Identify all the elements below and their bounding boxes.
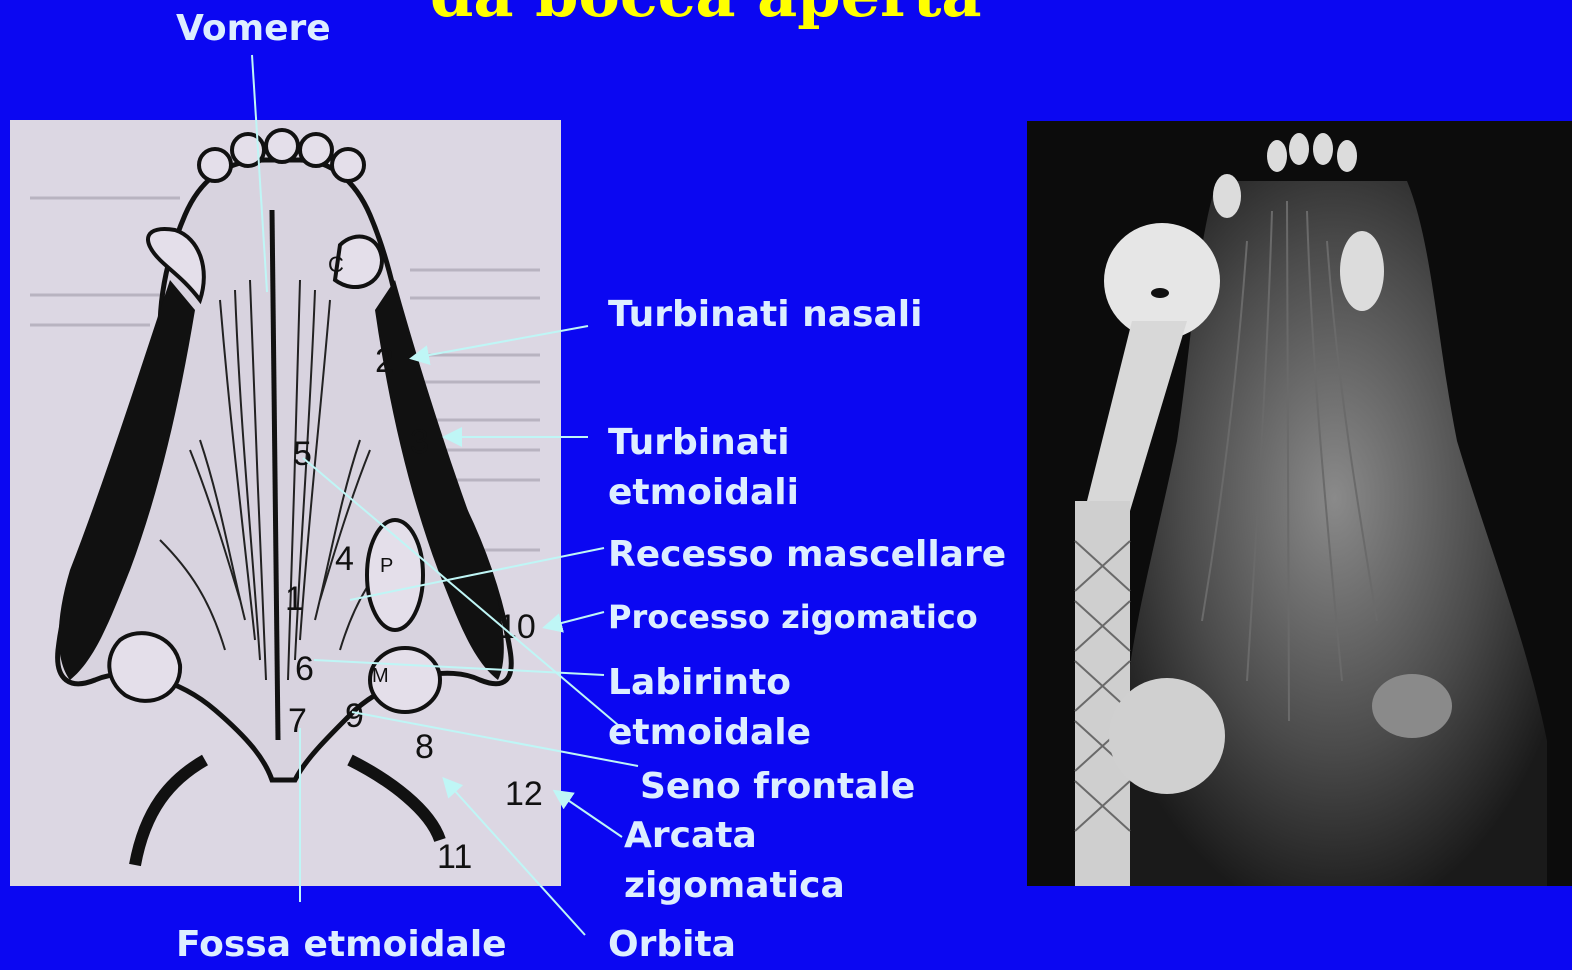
label-labirinto-etmoidale-line2: etmoidale (608, 708, 811, 758)
right-mandible-arch (350, 760, 440, 840)
label-arcata-zigomatica-line2: zigomatica (624, 861, 845, 911)
label-turbinati-nasali: Turbinati nasali (608, 290, 922, 340)
diagram-number-5: 5 (293, 435, 312, 473)
radiograph-bulla (1372, 674, 1452, 738)
label-turbinati-etmoidali-line1: Turbinati (608, 418, 790, 468)
slide-title: da bocca aperta (430, 0, 982, 31)
radiograph-svg (1027, 121, 1572, 886)
skull-diagram: 2 3 5 4 1 10 6 9 7 8 12 11 C P M (10, 120, 561, 886)
label-arcata-zigomatica-line1: Arcata (624, 811, 757, 861)
left-mandible-arch (135, 760, 205, 865)
radiograph-speculum-hole (1151, 288, 1169, 298)
diagram-number-12: 12 (505, 775, 543, 813)
leader-arcata-zigomatica (556, 792, 622, 837)
skull-radiograph (1027, 121, 1572, 886)
label-orbita: Orbita (608, 920, 736, 970)
diagram-number-4: 4 (335, 540, 354, 578)
label-labirinto-etmoidale-line1: Labirinto (608, 658, 791, 708)
diagram-letter-p: P (380, 555, 393, 577)
diagram-number-1: 1 (285, 580, 304, 618)
diagram-number-6: 6 (295, 650, 314, 688)
premolar-tooth (367, 520, 423, 630)
diagram-letter-c: C (328, 252, 344, 277)
diagram-number-11: 11 (437, 838, 472, 876)
diagram-number-9: 9 (345, 697, 364, 735)
label-turbinati-etmoidali-line2: etmoidali (608, 468, 799, 518)
left-molar-tooth (109, 633, 180, 701)
diagram-number-7: 7 (288, 702, 307, 740)
radiograph-tube (1075, 501, 1130, 886)
diagram-number-10: 10 (498, 608, 536, 646)
label-fossa-etmoidale: Fossa etmoidale (176, 920, 507, 970)
radiograph-bulb (1109, 678, 1225, 794)
label-seno-frontale: Seno frontale (640, 762, 915, 812)
label-recesso-mascellare: Recesso mascellare (608, 530, 1006, 580)
diagram-number-8: 8 (415, 728, 434, 766)
label-vomere: Vomere (176, 4, 331, 54)
diagram-number-2: 2 (375, 342, 394, 380)
diagram-number-3: 3 (410, 423, 429, 461)
skull-drawing-svg: 2 3 5 4 1 10 6 9 7 8 12 11 C P M (10, 120, 561, 886)
diagram-letter-m: M (372, 665, 389, 687)
label-processo-zigomatico: Processo zigomatico (608, 592, 978, 642)
